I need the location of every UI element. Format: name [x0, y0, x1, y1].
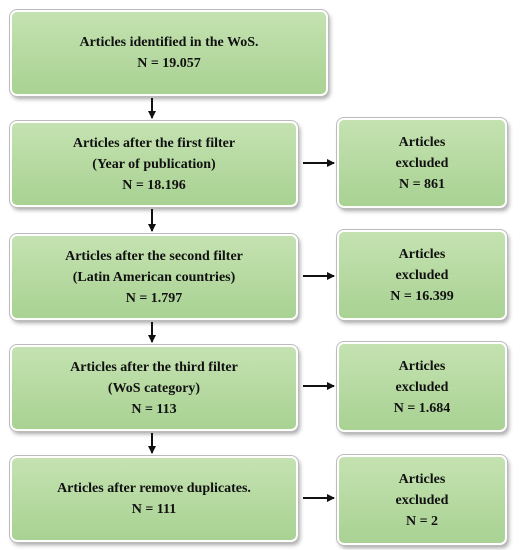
excluded-first-filter-box: Articles excluded N = 861	[336, 117, 508, 209]
excluded-label-excluded: excluded	[395, 267, 449, 283]
step-third-filter-title: Articles after the third filter	[70, 359, 238, 375]
step-third-filter-count: N = 113	[131, 401, 177, 417]
step-first-filter-title: Articles after the first filter	[72, 135, 236, 151]
excluded-count: N = 1.684	[393, 400, 451, 416]
step-first-filter-criterion: (Year of publication)	[92, 156, 216, 172]
step-identified-count: N = 19.057	[137, 56, 201, 71]
excluded-label-excluded: excluded	[395, 492, 449, 508]
excluded-label-articles: Articles	[398, 471, 446, 487]
step-first-filter-count: N = 18.196	[122, 177, 186, 193]
excluded-label-articles: Articles	[398, 358, 446, 374]
excluded-third-filter-box: Articles excluded N = 1.684	[336, 341, 508, 433]
excluded-count: N = 861	[398, 176, 446, 192]
excluded-label-excluded: excluded	[395, 155, 449, 171]
step-third-filter-criterion: (WoS category)	[107, 380, 201, 396]
step-identified-box: Articles identified in the WoS. N = 19.0…	[9, 9, 329, 97]
excluded-count: N = 2	[405, 513, 439, 529]
step-first-filter-box: Articles after the first filter (Year of…	[9, 120, 299, 208]
excluded-count: N = 16.399	[390, 288, 454, 304]
excluded-label-excluded: excluded	[395, 379, 449, 395]
step-second-filter-criterion: (Latin American countries)	[72, 269, 236, 285]
step-remove-duplicates-title: Articles after remove duplicates.	[57, 481, 251, 496]
excluded-second-filter-box: Articles excluded N = 16.399	[336, 229, 508, 321]
excluded-label-articles: Articles	[398, 134, 446, 150]
step-second-filter-count: N = 1.797	[125, 290, 183, 306]
step-identified-title: Articles identified in the WoS.	[79, 35, 259, 50]
step-second-filter-box: Articles after the second filter (Latin …	[9, 233, 299, 321]
step-remove-duplicates-box: Articles after remove duplicates. N = 11…	[9, 455, 299, 543]
step-remove-duplicates-count: N = 111	[131, 502, 177, 517]
step-second-filter-title: Articles after the second filter	[65, 248, 243, 264]
excluded-duplicates-box: Articles excluded N = 2	[336, 454, 508, 546]
excluded-label-articles: Articles	[398, 246, 446, 262]
step-third-filter-box: Articles after the third filter (WoS cat…	[9, 344, 299, 432]
